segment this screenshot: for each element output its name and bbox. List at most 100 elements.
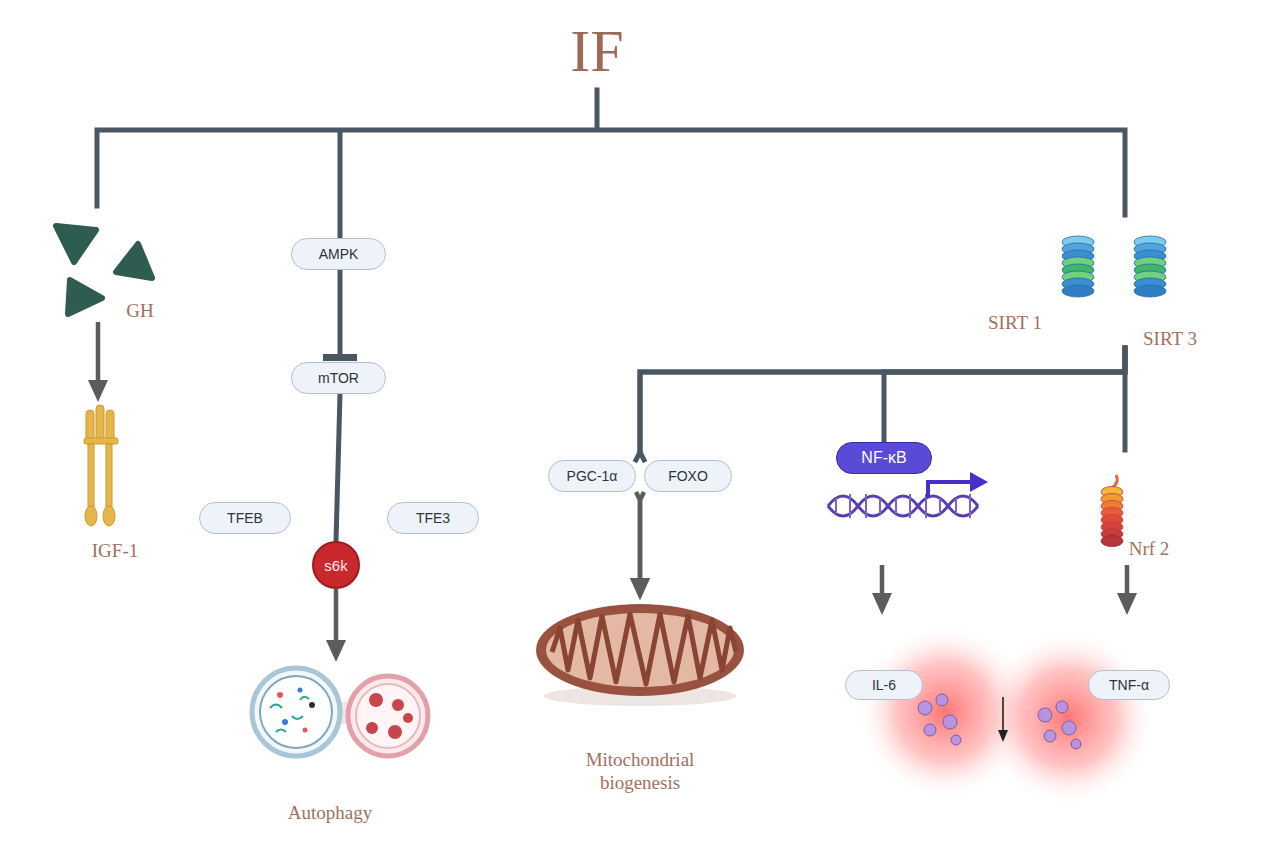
immune-cell bbox=[943, 715, 957, 729]
node-text: FOXO bbox=[644, 460, 732, 492]
hormone-triangle bbox=[56, 226, 96, 262]
node-text: TNF-α bbox=[1088, 670, 1170, 700]
hormone-triangle bbox=[68, 280, 102, 314]
mitochondrion-cristae bbox=[552, 614, 736, 684]
receptor-part bbox=[106, 410, 114, 442]
node-text: TFE3 bbox=[387, 502, 479, 534]
inflammation-glow bbox=[980, 630, 1156, 806]
node-text: AMPK bbox=[291, 238, 386, 270]
lysosome-blob bbox=[388, 725, 402, 739]
immune-cell bbox=[1056, 701, 1068, 713]
lysosome-blob bbox=[392, 699, 404, 711]
protein-pill: TFEB bbox=[199, 502, 291, 534]
transcription-arrow bbox=[928, 482, 972, 498]
inhibition-connector bbox=[338, 270, 343, 358]
immune-cell bbox=[918, 701, 932, 715]
diagram-title: IF bbox=[497, 18, 697, 84]
tree-bracket bbox=[97, 90, 1125, 238]
arrow-connector bbox=[640, 492, 644, 586]
branch-connector bbox=[884, 348, 1125, 440]
node-text: mTOR bbox=[291, 362, 386, 394]
immune-cell bbox=[1038, 708, 1052, 722]
receptor-part bbox=[103, 506, 115, 526]
nrf2-icon bbox=[1101, 475, 1123, 547]
decrease-arrow bbox=[1002, 697, 1004, 732]
sirtuin-node: SIRT 3 bbox=[1120, 228, 1215, 348]
node-text: PGC-1α bbox=[548, 460, 636, 492]
protein-pill: TFE3 bbox=[387, 502, 479, 534]
process-node: Mitochondrial biogenesis bbox=[535, 600, 745, 805]
immune-cell bbox=[1071, 739, 1081, 749]
receptor-node: IGF-1 bbox=[70, 402, 160, 562]
arrow-connector bbox=[334, 589, 339, 648]
branch-connector bbox=[336, 394, 340, 541]
receptor-part bbox=[86, 410, 94, 442]
autophagosome bbox=[252, 668, 340, 756]
node-label: Nrf 2 bbox=[1118, 536, 1180, 560]
node-label: Mitochondrial biogenesis bbox=[560, 746, 720, 796]
node-label: GH bbox=[112, 298, 168, 322]
protein-pill: mTOR bbox=[291, 362, 386, 394]
cargo-dot bbox=[309, 702, 315, 708]
arrow-connector bbox=[1125, 565, 1130, 601]
node-label: SIRT 3 bbox=[1137, 326, 1203, 350]
mitochondrion-outer bbox=[536, 604, 744, 696]
protein-pill: FOXO bbox=[644, 460, 732, 492]
autophagosome-inner bbox=[260, 676, 332, 748]
receptor-part bbox=[84, 438, 118, 444]
sirtuin-node: SIRT 1 bbox=[990, 228, 1105, 336]
lysosome-blob bbox=[369, 693, 383, 707]
dna-rung bbox=[836, 494, 970, 518]
receptor-part bbox=[88, 444, 94, 508]
cytokine-pill: TNF-α bbox=[1020, 615, 1180, 775]
cargo-dot bbox=[298, 688, 303, 693]
hormone-triangle bbox=[116, 244, 152, 278]
protein-pill: AMPK bbox=[291, 238, 386, 270]
protein-pill: PGC-1α bbox=[548, 460, 636, 492]
arrow-connector bbox=[96, 322, 101, 388]
immune-cell bbox=[936, 694, 948, 706]
lysosome-blob bbox=[403, 713, 413, 723]
lysosome-blob bbox=[366, 722, 378, 734]
cargo-dot bbox=[303, 728, 308, 733]
node-label: Autophagy bbox=[255, 798, 405, 826]
receptor-part bbox=[85, 506, 97, 526]
receptor-part bbox=[96, 405, 104, 442]
receptor-part bbox=[106, 444, 112, 508]
decrease-arrow-head bbox=[998, 730, 1008, 742]
kinase-circle: s6k bbox=[312, 541, 360, 589]
sirtuin-icon bbox=[1134, 236, 1166, 297]
transcription-arrow-head bbox=[970, 472, 988, 492]
sirtuin-icon bbox=[1062, 236, 1094, 297]
immune-cell bbox=[924, 724, 936, 736]
coil-turn bbox=[1062, 285, 1094, 297]
lysosome bbox=[348, 676, 428, 756]
immune-cell bbox=[1044, 730, 1056, 742]
node-label: SIRT 1 bbox=[982, 310, 1048, 334]
transcription-factor: NF-κB bbox=[826, 440, 988, 565]
coil-turn bbox=[1101, 536, 1123, 547]
coil-turn bbox=[1134, 285, 1166, 297]
branch-connector bbox=[1123, 348, 1128, 450]
cargo-squiggle bbox=[270, 697, 309, 732]
arrow-connector bbox=[636, 492, 640, 586]
node-label: IGF-1 bbox=[85, 538, 145, 562]
transcription-factor: Nrf 2 bbox=[1088, 450, 1180, 565]
cargo-dot bbox=[282, 719, 288, 725]
lysosome-inner bbox=[356, 684, 420, 748]
node-text: s6k bbox=[312, 541, 360, 589]
cytokine-pill: IL-6 bbox=[843, 615, 1010, 775]
node-text: NF-κB bbox=[836, 442, 932, 474]
immune-cell bbox=[1062, 721, 1076, 735]
node-text: TFEB bbox=[199, 502, 291, 534]
node-text: IL-6 bbox=[845, 670, 923, 700]
immune-cell bbox=[951, 735, 961, 745]
arrow-connector bbox=[880, 565, 885, 601]
hormone-node: GH bbox=[50, 218, 170, 322]
cargo-dot bbox=[277, 692, 283, 698]
process-node: Autophagy bbox=[240, 662, 440, 827]
